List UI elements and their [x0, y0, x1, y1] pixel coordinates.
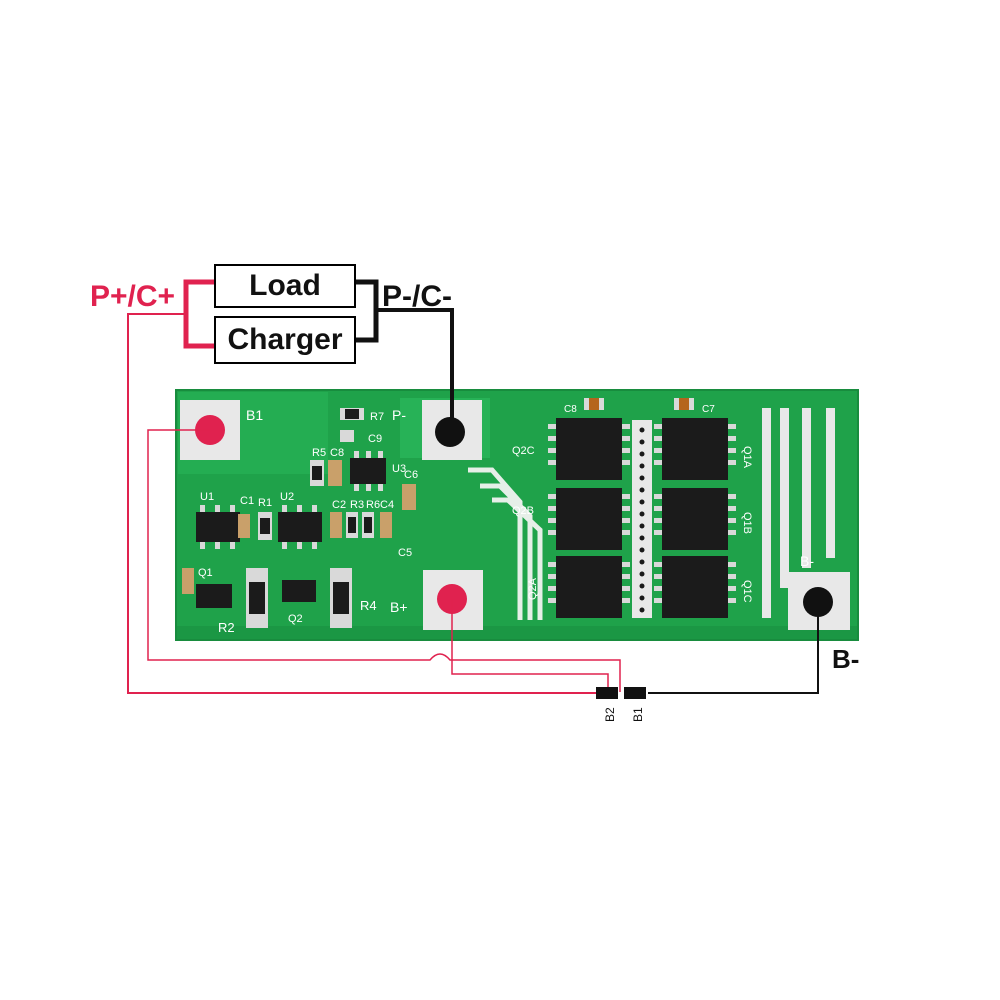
- p-minus-wire: [376, 308, 454, 424]
- p-minus-c-minus-label: P-/C-: [382, 280, 452, 313]
- bottom-connectors: B2 B1: [596, 687, 646, 722]
- silk-r4: R4: [360, 598, 377, 613]
- silk-r3: R3: [350, 499, 364, 511]
- mosfet-q1c: [654, 556, 736, 618]
- control-ics: [196, 451, 386, 608]
- silk-r2: R2: [218, 620, 235, 635]
- p-plus-feed-wire: [127, 313, 596, 694]
- via-strip: [632, 420, 652, 618]
- mosfet-array: [548, 418, 736, 618]
- silkscreen: U1 Q1 R1 U2 R2 Q2 R4 R5 C8 C9 R7 U3 C6 C…: [198, 404, 814, 635]
- silk-q2: Q2: [288, 613, 303, 625]
- silk-c1: C1: [240, 495, 254, 507]
- silk-c7: C7: [702, 404, 715, 415]
- silk-q1b: Q1B: [741, 512, 753, 534]
- positive-bracket: [183, 279, 214, 349]
- balance-wiring: [147, 429, 621, 692]
- connector-b2: [596, 687, 618, 699]
- silk-pad-b-minus: B-: [800, 553, 814, 569]
- silk-u2: U2: [280, 491, 294, 503]
- b-minus-external-label: B-: [832, 644, 860, 674]
- mosfet-q2a: [548, 556, 630, 618]
- silk-r7: R7: [370, 411, 384, 423]
- passives: [182, 408, 416, 628]
- mosfet-q1a: [654, 418, 736, 480]
- b-minus-bus: [762, 408, 835, 618]
- silk-pad-b1: B1: [246, 407, 263, 423]
- silk-r5: R5: [312, 447, 326, 459]
- connector-b1-label: B1: [631, 707, 645, 722]
- silk-u1: U1: [200, 491, 214, 503]
- silk-c9: C9: [368, 433, 382, 445]
- vias: [639, 427, 645, 613]
- b1-sense-wire: [147, 429, 621, 692]
- mosfet-q1b: [654, 488, 736, 550]
- silk-q2c: Q2C: [512, 445, 535, 457]
- negative-wiring: [356, 279, 819, 694]
- silk-q2a: Q2A: [527, 577, 539, 600]
- silk-c8-small: C8: [330, 447, 344, 459]
- negative-bracket: [356, 279, 379, 343]
- silk-r6: R6: [366, 499, 380, 511]
- silk-q1a: Q1A: [741, 446, 753, 469]
- silk-pad-b-plus: B+: [390, 599, 408, 615]
- b-minus-wire: [648, 602, 819, 694]
- load-label: Load: [249, 269, 321, 302]
- b-plus-sense-wire: [451, 599, 609, 692]
- p-minus-terminal-dot: [435, 417, 465, 447]
- silk-pad-p-minus: P-: [392, 407, 406, 423]
- pcb-edge-shade: [176, 626, 858, 640]
- silk-c5: C5: [398, 547, 412, 559]
- mosfet-q2c: [548, 418, 630, 480]
- positive-wiring: [127, 279, 596, 694]
- silk-q2b: Q2B: [512, 505, 534, 517]
- charger-label: Charger: [227, 323, 343, 356]
- silk-c2: C2: [332, 499, 346, 511]
- load-box: Load: [214, 264, 356, 308]
- mosfet-q2b: [548, 488, 630, 550]
- silk-q1: Q1: [198, 567, 213, 579]
- silk-u3: U3: [392, 463, 406, 475]
- silk-c8: C8: [564, 404, 577, 415]
- silk-q1c: Q1C: [741, 580, 753, 603]
- silk-c4: C4: [380, 499, 394, 511]
- connector-b1: [624, 687, 646, 699]
- connector-b2-label: B2: [603, 707, 617, 722]
- silk-r1: R1: [258, 497, 272, 509]
- p-plus-c-plus-label: P+/C+: [90, 280, 176, 313]
- top-capacitors: [584, 398, 694, 410]
- power-traces: [468, 467, 543, 620]
- charger-box: Charger: [214, 316, 356, 364]
- silk-c6: C6: [404, 469, 418, 481]
